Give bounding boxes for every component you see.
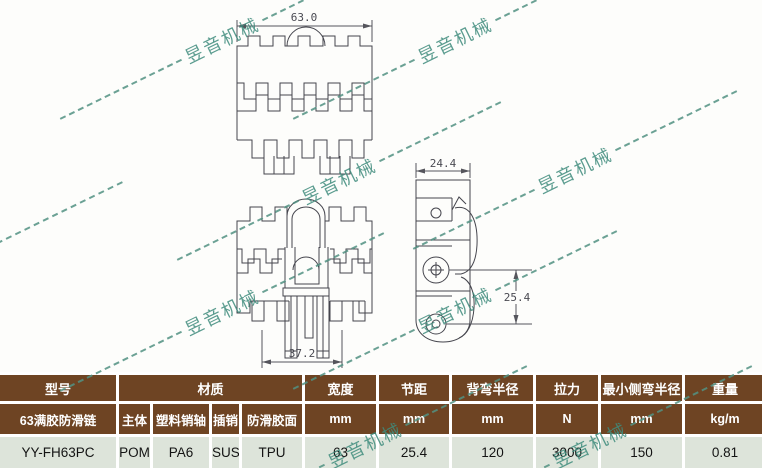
col-header-min-sidebend-radius: 最小侧弯半径 [598, 372, 686, 404]
subheader-unit-force: N [533, 401, 602, 437]
col-header-pitch: 节距 [376, 372, 453, 404]
technical-drawing-canvas: 63.0 37.2 [236, 11, 534, 368]
spec-table: 型号 材质 宽度 节距 背弯半径 拉力 最小侧弯半径 重量 63满胶防滑链 主体… [0, 372, 762, 468]
dimension-24: 24.4 [415, 157, 471, 178]
value-backbend-radius: 120 [449, 434, 537, 468]
subheader-body: 主体 [116, 401, 153, 437]
subheader-unit-backbend: mm [449, 401, 537, 437]
col-header-width: 宽度 [302, 372, 380, 404]
dim-label-side-pitch: 25.4 [504, 291, 531, 304]
subheader-unit-weight: kg/m [682, 401, 762, 437]
col-header-weight: 重量 [682, 372, 762, 404]
value-pin-material: PA6 [150, 434, 212, 468]
subheader-unit-sidebend: mm [598, 401, 686, 437]
table-subheader-row: 63满胶防滑链 主体 塑料销轴 插销 防滑胶面 mm mm mm N mm kg… [0, 401, 762, 437]
subheader-insert-pin: 插销 [209, 401, 242, 437]
subheader-unit-width: mm [302, 401, 380, 437]
col-header-pull-force: 拉力 [533, 372, 602, 404]
dimension-25: 25.4 [446, 269, 534, 325]
subheader-product-name: 63满胶防滑链 [0, 401, 119, 437]
table-value-row: YY-FH63PC POM PA6 SUS TPU 63 25.4 120 30… [0, 434, 762, 468]
value-pull-force: 3000 [533, 434, 602, 468]
dim-label-bottom-width: 37.2 [289, 347, 316, 360]
value-weight: 0.81 [682, 434, 762, 468]
table-header-row: 型号 材质 宽度 节距 背弯半径 拉力 最小侧弯半径 重量 [0, 372, 762, 404]
dimension-63: 63.0 [236, 11, 373, 42]
value-face-material: TPU [238, 434, 306, 468]
side-view-drawing: 24.4 25.4 [415, 157, 534, 343]
col-header-model: 型号 [0, 372, 119, 404]
dim-label-top-width: 63.0 [291, 11, 318, 24]
value-sidebend-radius: 150 [598, 434, 686, 468]
dimension-37: 37.2 [261, 330, 343, 368]
value-model-code: YY-FH63PC [0, 434, 119, 468]
value-width: 63 [302, 434, 380, 468]
dim-label-side-width: 24.4 [430, 157, 457, 170]
bottom-view-drawing: 37.2 [236, 198, 373, 368]
value-insert-material: SUS [209, 434, 242, 468]
spec-table-container: 型号 材质 宽度 节距 背弯半径 拉力 最小侧弯半径 重量 63满胶防滑链 主体… [0, 372, 762, 468]
value-body-material: POM [116, 434, 153, 468]
subheader-antislip-face: 防滑胶面 [238, 401, 306, 437]
col-header-material: 材质 [115, 372, 306, 404]
value-pitch: 25.4 [376, 434, 453, 468]
top-view-drawing: 63.0 [236, 11, 373, 175]
col-header-backbend-radius: 背弯半径 [449, 372, 537, 404]
subheader-unit-pitch: mm [376, 401, 453, 437]
subheader-plastic-pin: 塑料销轴 [150, 401, 212, 437]
